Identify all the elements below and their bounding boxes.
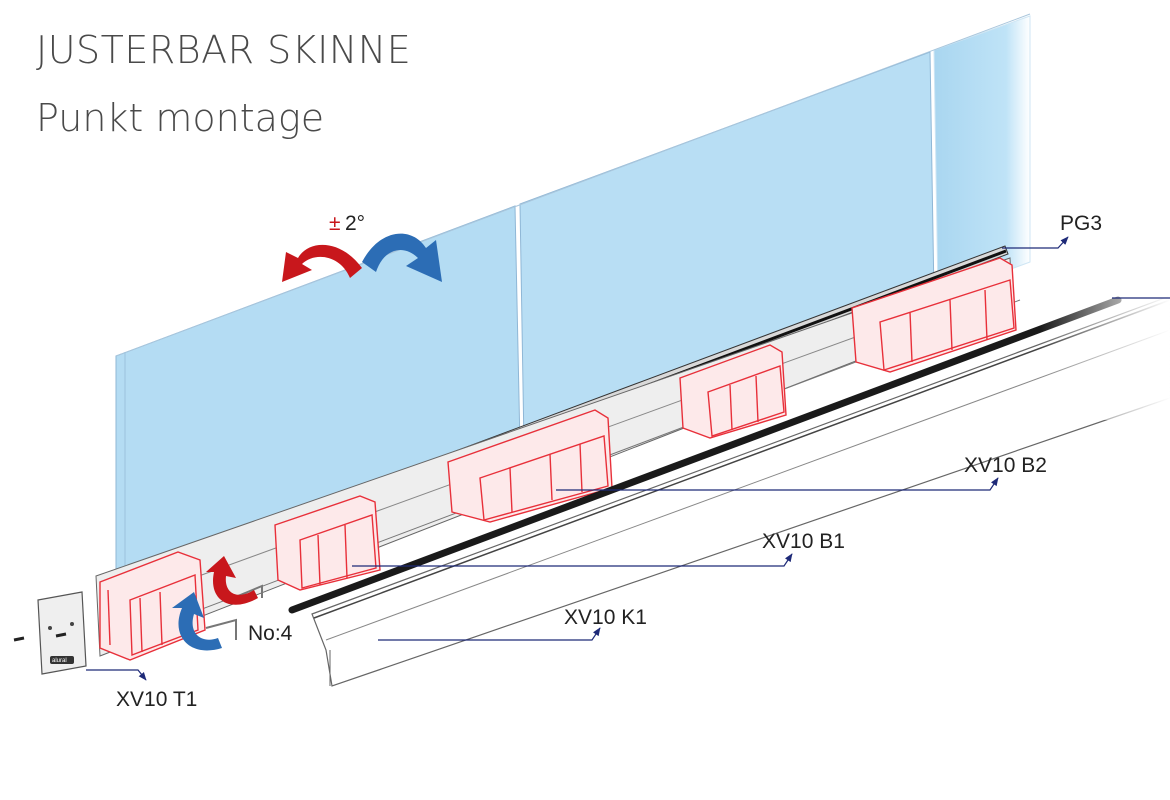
end-cap: alural	[13, 591, 87, 675]
bracket-5	[851, 257, 1017, 373]
label-xv10-t1: XV10 T1	[116, 688, 197, 711]
tilt-left-arrow-icon	[282, 244, 362, 282]
angle-plusminus: ±	[329, 212, 341, 235]
label-no4: No:4	[248, 622, 293, 645]
bracket-adjust-arrows	[172, 556, 258, 651]
label-pg3: PG3	[1060, 212, 1102, 235]
gasket-rod	[288, 296, 1122, 614]
angle-label: 2°	[345, 212, 365, 235]
leader-xv10-t1	[86, 669, 147, 681]
adjust-up-red-arrow-icon	[206, 556, 258, 605]
leader-xv10-b2	[556, 477, 999, 491]
leader-xv10-b1	[352, 553, 793, 567]
label-xv10-k1: XV10 K1	[564, 606, 647, 629]
bracket-4	[679, 344, 787, 439]
endcap-logo-text: alural	[52, 658, 67, 664]
allen-key	[205, 584, 263, 640]
label-xv10-b2: XV10 B2	[964, 454, 1047, 477]
glass-panel-right	[933, 15, 1031, 297]
label-xv10-b1: XV10 B1	[762, 530, 845, 553]
adjust-up-blue-arrow-icon	[172, 592, 222, 651]
bracket-1	[99, 551, 206, 661]
leader-lines	[86, 236, 1170, 681]
tilt-right-arrow-icon	[362, 233, 442, 282]
page-title: JUSTERBAR SKINNE	[36, 28, 412, 72]
leader-xv10-k1	[378, 627, 601, 641]
leader-pg3	[1002, 236, 1069, 249]
tilt-arrows	[282, 233, 442, 282]
screw-icon	[13, 632, 67, 642]
brackets	[99, 257, 1017, 661]
glass-panels	[115, 13, 1031, 591]
page-subtitle: Punkt montage	[36, 96, 325, 140]
